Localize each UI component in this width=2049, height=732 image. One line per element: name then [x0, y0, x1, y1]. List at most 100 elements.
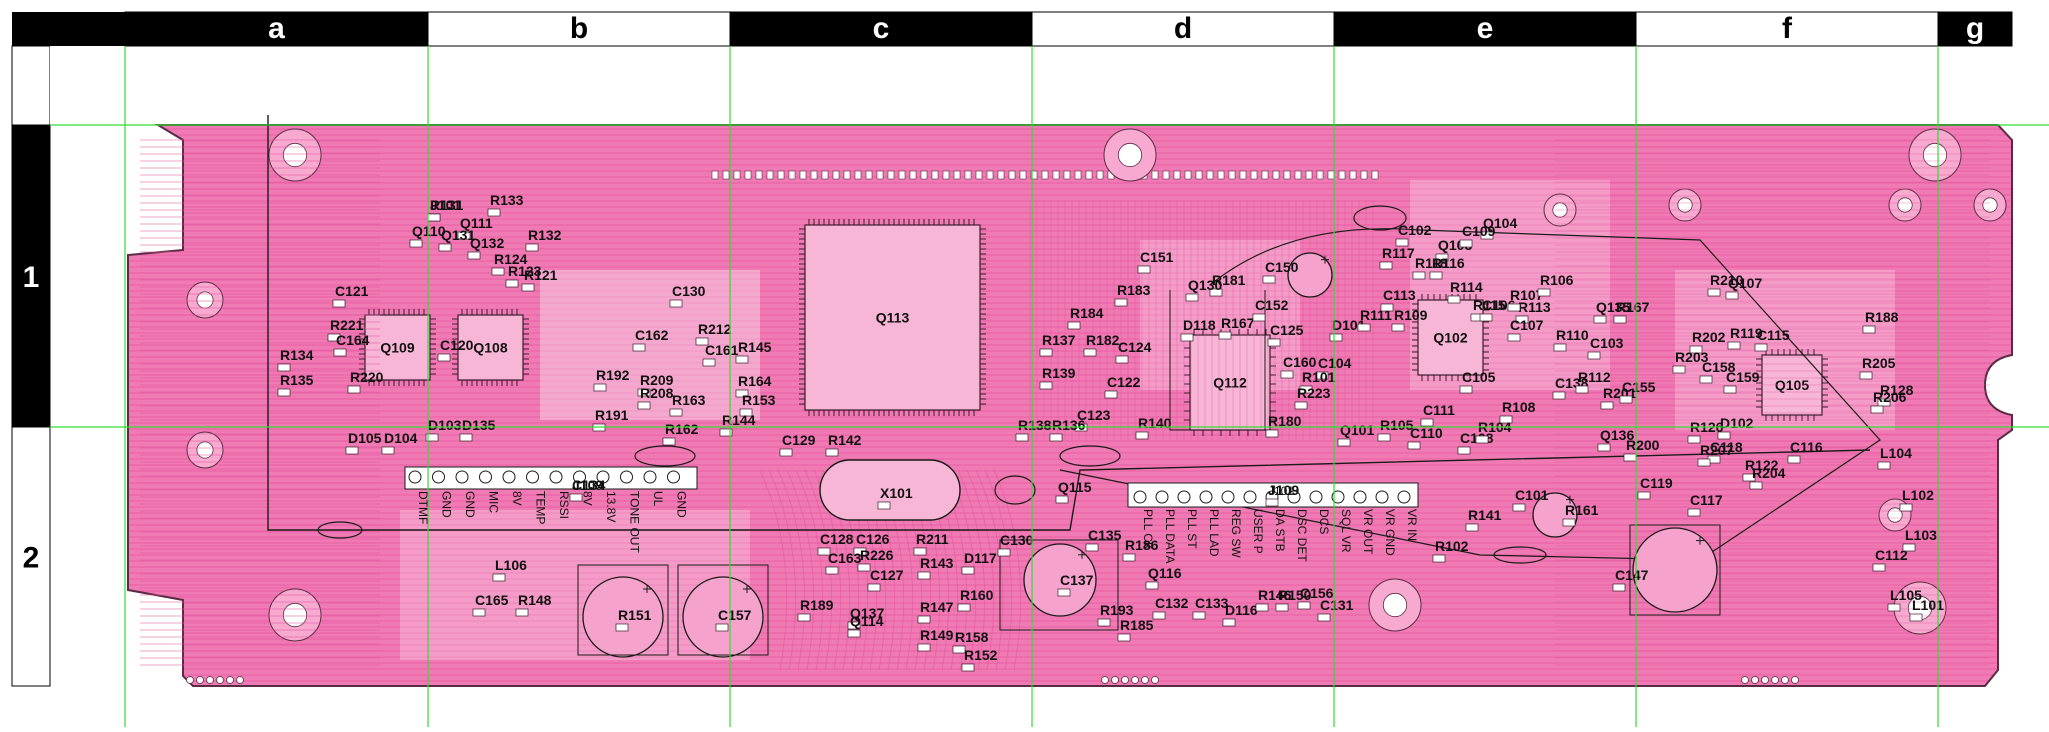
component-pad	[409, 239, 423, 248]
component-designator: C116	[1790, 439, 1823, 455]
component-designator: L106	[495, 557, 527, 573]
component-pad	[1562, 518, 1576, 527]
component-pad	[735, 355, 749, 364]
component-pad	[719, 428, 733, 437]
connector-pin	[1397, 490, 1411, 504]
edge-pad	[1305, 170, 1313, 180]
component-designator: R205	[1862, 355, 1896, 371]
edge-pad	[1360, 170, 1368, 180]
component-designator: R145	[738, 339, 772, 355]
component-pad	[437, 353, 451, 362]
edge-pad	[216, 676, 224, 684]
connector-pin-label: GND	[675, 491, 689, 518]
edge-pad	[711, 170, 719, 180]
component-pad	[1299, 385, 1313, 394]
component-designator: R207	[1700, 442, 1734, 458]
component-pad	[1317, 613, 1331, 622]
component-designator: C124	[1118, 339, 1152, 355]
component-pad	[1297, 601, 1311, 610]
component-designator: C117	[1690, 492, 1723, 508]
trace	[993, 469, 1022, 671]
edge-pad	[1217, 170, 1225, 180]
jumper-ellipse	[1353, 205, 1407, 231]
component-pad	[381, 446, 395, 455]
jumper-ellipse	[994, 475, 1036, 505]
component-pad	[797, 613, 811, 622]
connector-pin-label: PLL LAD	[1207, 509, 1221, 557]
component-designator: R128	[1880, 382, 1914, 398]
component-designator: C110	[1410, 425, 1443, 441]
component-pad	[702, 358, 716, 367]
connector-pin	[479, 470, 492, 484]
component-pad	[857, 563, 871, 572]
edge-pad	[920, 170, 928, 180]
mounting-hole-center	[1382, 592, 1408, 618]
component-designator: R112	[1578, 369, 1611, 385]
component-pad	[569, 493, 583, 502]
component-designator: R203	[1675, 349, 1709, 365]
connector-pin	[1177, 490, 1191, 504]
edge-pad	[1121, 676, 1129, 684]
component-designator: C126	[856, 531, 890, 547]
component-pad	[1192, 611, 1206, 620]
component-pad	[1723, 385, 1737, 394]
edge-pad	[1151, 676, 1159, 684]
component-designator: R139	[1042, 365, 1076, 381]
ic-label: Q112	[1213, 375, 1247, 391]
connector-pin-label: VR OUT	[1361, 509, 1375, 555]
column-header-cell	[124, 11, 429, 47]
component-pad	[1039, 381, 1053, 390]
edge-pad	[1074, 170, 1082, 180]
edge-pad	[1371, 170, 1379, 180]
component-pad	[1672, 365, 1686, 374]
component-designator: C147	[1615, 567, 1649, 583]
edge-pad	[1349, 170, 1357, 180]
connector-pin	[549, 470, 563, 484]
edge-pad	[1791, 676, 1799, 684]
component-pad	[1717, 431, 1731, 440]
capacitor-frame	[677, 564, 769, 656]
connector-pin	[408, 470, 422, 484]
component-designator: C132	[1155, 595, 1189, 611]
component-designator: C119	[1640, 475, 1673, 491]
component-designator: R163	[672, 392, 706, 408]
component-pad	[459, 433, 473, 442]
component-designator: R118	[1415, 255, 1448, 271]
connector-pin	[667, 470, 680, 484]
component-pad	[1085, 543, 1099, 552]
column-header-cell	[729, 11, 1033, 47]
component-pad	[825, 448, 839, 457]
component-pad	[1862, 325, 1876, 334]
component-designator: R108	[1502, 399, 1536, 415]
component-designator: C115	[1757, 327, 1790, 343]
edge-pad	[1206, 170, 1214, 180]
component-designator: R181	[1212, 272, 1246, 288]
component-pad	[1887, 603, 1901, 612]
component-pad	[1067, 321, 1081, 330]
component-pad	[1623, 453, 1637, 462]
component-designator: R184	[1070, 305, 1104, 321]
component-designator: C104	[1318, 355, 1352, 371]
component-designator: R162	[665, 421, 699, 437]
edge-pad	[777, 170, 785, 180]
component-designator: C151	[1140, 249, 1174, 265]
edge-pad	[788, 170, 796, 180]
component-pad	[1707, 288, 1721, 297]
edge-pad	[964, 170, 972, 180]
edge-pad	[1327, 170, 1335, 180]
component-pad	[1114, 298, 1128, 307]
edge-pad	[953, 170, 961, 180]
component-pad	[1515, 315, 1529, 324]
component-pad	[637, 401, 651, 410]
component-designator: Q114	[850, 613, 884, 629]
component-designator: R206	[1873, 389, 1907, 405]
component-pad	[1725, 291, 1739, 300]
component-designator: R191	[595, 407, 629, 423]
component-pad	[487, 208, 501, 217]
component-designator: Q111	[460, 215, 493, 231]
component-designator: C161	[705, 342, 739, 358]
signal-traces	[140, 115, 1990, 671]
component-pad	[1255, 603, 1269, 612]
